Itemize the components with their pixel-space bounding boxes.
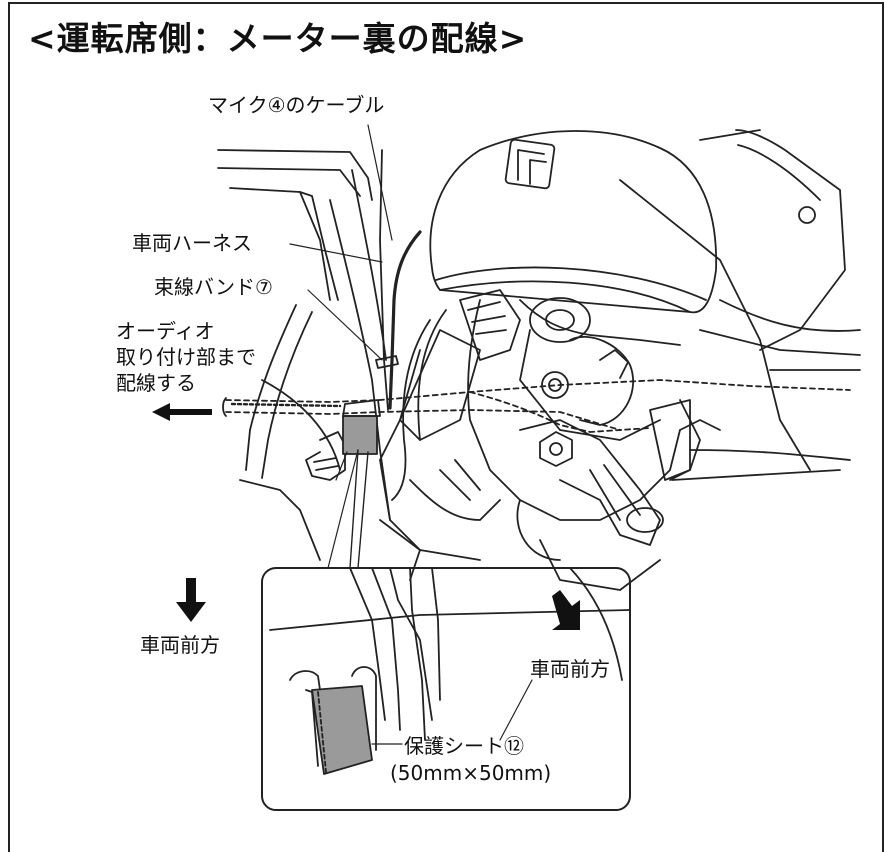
label-protective-sheet-size: (50mm×50mm)	[390, 761, 552, 785]
label-route-to-audio: オーディオ 取り付け部まで 配線する	[116, 319, 256, 395]
leader-harness	[289, 243, 383, 263]
leader-mic-cable	[367, 124, 393, 241]
arrow-left	[152, 403, 212, 421]
leader-band	[307, 289, 383, 361]
page-frame	[8, 2, 884, 852]
arrow-down-main	[176, 578, 206, 622]
page-title: <運転席側：メーター裏の配線>	[28, 19, 528, 58]
label-front-direction-inset: 車両前方	[530, 657, 610, 681]
inset-detail-box	[261, 567, 631, 811]
label-vehicle-harness: 車両ハーネス	[132, 231, 252, 255]
leader-sheet	[327, 449, 359, 569]
label-protective-sheet: 保護シート⑫	[404, 734, 524, 758]
label-front-direction-main: 車両前方	[140, 633, 220, 657]
label-binding-band: 束線バンド⑦	[154, 275, 273, 299]
arrow-down-inset	[552, 590, 580, 630]
label-mic-cable: マイク④のケーブル	[208, 93, 385, 117]
dash-panel-left	[217, 149, 373, 201]
